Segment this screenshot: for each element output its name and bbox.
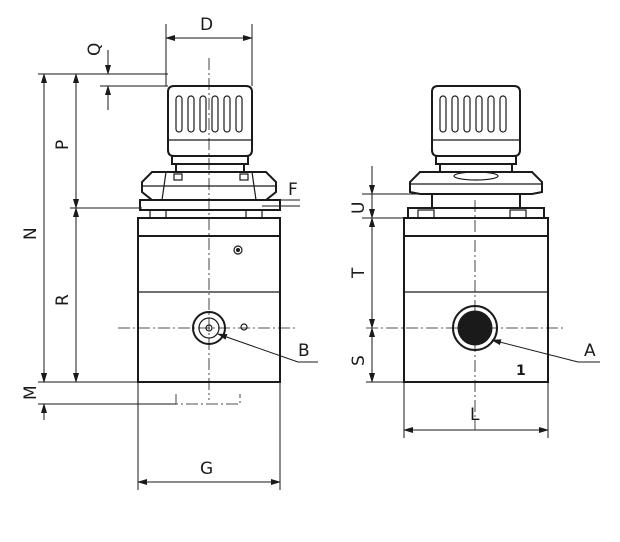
label-a: A xyxy=(584,341,596,361)
label-s: S xyxy=(349,355,369,366)
dim-r: R xyxy=(38,207,138,383)
dim-s: S xyxy=(349,327,404,383)
dim-f: F xyxy=(262,180,300,207)
dim-m: M xyxy=(21,366,176,420)
label-l: L xyxy=(470,405,480,425)
label-p: P xyxy=(53,140,73,150)
adjustment-knob-side xyxy=(431,85,521,173)
side-view: 1 U T S L xyxy=(349,85,600,438)
dim-d: D xyxy=(165,15,253,86)
port-number-mark: 1 xyxy=(516,363,526,379)
label-t: T xyxy=(349,267,369,279)
label-f: F xyxy=(288,180,298,200)
dim-q: Q xyxy=(38,43,168,110)
label-d: D xyxy=(200,15,213,35)
label-q: Q xyxy=(85,43,105,56)
leader-b: B xyxy=(217,333,318,363)
label-u: U xyxy=(349,202,369,214)
adjustment-knob xyxy=(167,85,253,173)
dim-n: N xyxy=(21,73,47,383)
front-view: D Q P N R xyxy=(21,15,318,490)
regulator-body-side xyxy=(403,217,549,383)
dim-g: G xyxy=(137,382,281,490)
dim-t: T xyxy=(349,217,375,329)
dim-p: P xyxy=(53,73,142,209)
label-g: G xyxy=(200,459,213,479)
leader-a: A xyxy=(491,339,600,363)
label-n: N xyxy=(21,227,41,240)
label-m: M xyxy=(21,385,41,400)
bonnet-flange-side xyxy=(407,193,545,219)
label-b: B xyxy=(298,341,310,361)
knob-ribs xyxy=(175,95,243,133)
label-r: R xyxy=(53,294,73,306)
lock-nut-side xyxy=(409,171,543,195)
dim-l: L xyxy=(403,382,549,438)
bonnet-flange xyxy=(139,199,281,219)
